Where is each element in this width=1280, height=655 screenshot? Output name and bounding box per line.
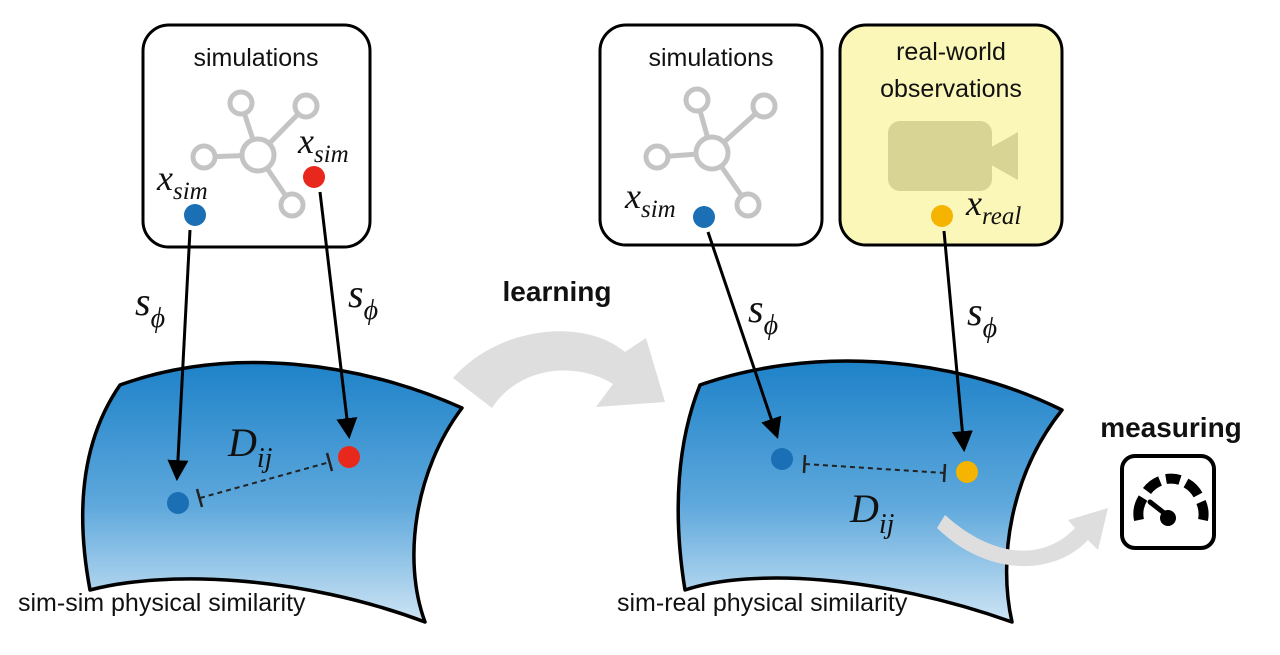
gauge-icon — [1120, 454, 1216, 550]
graph-network-icon — [643, 86, 778, 219]
right-simulations-title: simulations — [648, 44, 773, 72]
left-s-phi-label-1: sϕ — [135, 279, 165, 334]
left-arrow-blue — [167, 229, 192, 482]
left-dij-label: Dij — [227, 420, 273, 474]
left-sim-point-blue — [184, 204, 206, 226]
left-arrow-red — [318, 191, 358, 440]
right-caption: sim-real physical similarity — [617, 589, 908, 617]
right-xsim-label: xsim — [624, 176, 676, 223]
left-similarity-surface — [80, 360, 464, 624]
graph-network-icon — [190, 89, 320, 219]
learning-curved-arrow — [453, 331, 665, 408]
right-embedded-yellow — [956, 461, 978, 483]
video-camera-icon — [888, 121, 1018, 191]
right-dij-label: Dij — [849, 486, 895, 540]
left-distance-tick-a — [195, 488, 204, 508]
right-s-phi-label-2: sϕ — [967, 289, 997, 344]
left-simulations-title: simulations — [193, 44, 318, 72]
learning-label: learning — [503, 276, 612, 307]
left-distance-line — [199, 461, 331, 499]
right-sim-point — [693, 206, 715, 228]
left-panel: simulations xsim xsim sϕ sϕ — [18, 23, 464, 624]
right-distance-tick-b — [942, 463, 947, 483]
left-xsim-label-blue: xsim — [156, 158, 208, 205]
left-embedded-blue — [167, 492, 189, 514]
real-observations-title-line1: real-world — [896, 38, 1006, 66]
right-panel: simulations xsim real-world observations… — [598, 23, 1242, 624]
real-point — [931, 205, 953, 227]
left-s-phi-label-2: sϕ — [348, 271, 378, 326]
measuring-label: measuring — [1100, 412, 1242, 443]
left-sim-point-red — [303, 166, 325, 188]
learning-transition: learning — [453, 276, 665, 408]
left-caption: sim-sim physical similarity — [18, 589, 306, 617]
left-xsim-label-red: xsim — [297, 121, 349, 168]
right-s-phi-label-1: sϕ — [748, 286, 778, 341]
left-simulations-box — [141, 23, 372, 249]
right-arrow-real — [942, 230, 973, 453]
right-embedded-blue — [771, 448, 793, 470]
real-observations-title-line2: observations — [880, 75, 1022, 103]
left-distance-tick-b — [325, 452, 334, 472]
left-embedded-red — [338, 446, 360, 468]
right-distance-tick-a — [802, 454, 807, 474]
x-real-label: xreal — [965, 183, 1021, 230]
right-arrow-sim — [706, 231, 782, 439]
measuring-curved-arrow — [937, 508, 1108, 567]
